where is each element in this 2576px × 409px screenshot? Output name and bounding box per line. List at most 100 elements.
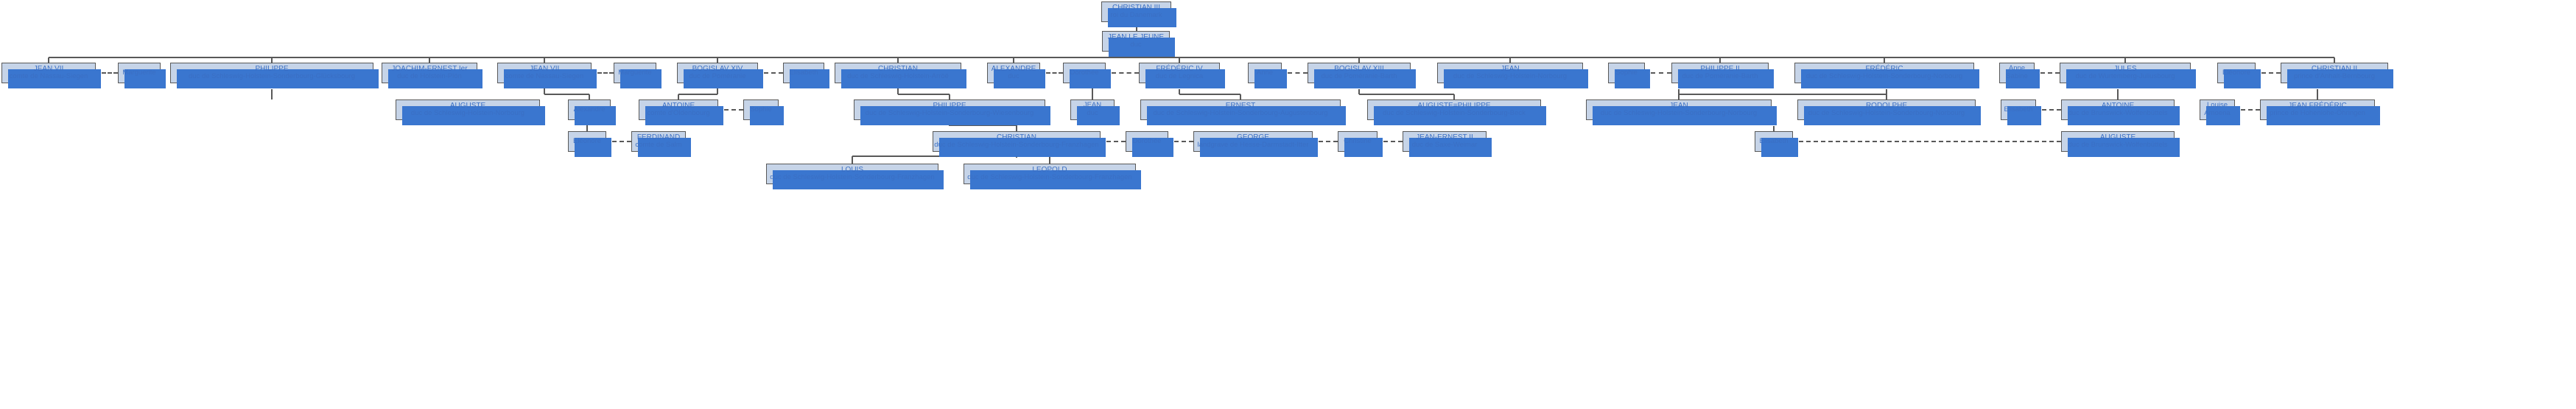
node-title: CHRISTIAN III — [1112, 4, 1160, 13]
node-title: JEAN VII — [33, 65, 64, 74]
tree-node[interactable]: Eléonore — [568, 131, 611, 157]
marriage-link — [1106, 141, 1126, 142]
node-title: Sophie — [1615, 68, 1638, 77]
node-title: JEAN LE JEUNE — [1107, 33, 1165, 42]
node-title: Elisabeth — [2004, 105, 2033, 113]
sibling-bus-gen3 — [49, 57, 2334, 58]
node-title: JULES — [2113, 65, 2137, 74]
node-subtitle: duc — [1008, 72, 1019, 81]
connector-down — [544, 83, 545, 94]
tree-node[interactable]: Marguerite — [614, 63, 661, 88]
node-subtitle: duc de Schleswig-Holstein-Arröë — [847, 72, 949, 81]
node-title: Eléonore — [2222, 68, 2251, 77]
node-title: JOACHIM-ERNEST Ier — [391, 65, 468, 74]
node-title: PHILIPPE II — [1700, 65, 1740, 74]
tree-node[interactable]: Dorothée — [1063, 63, 1111, 88]
node-subtitle: duc de Schleswig-Holstein-Norbourg — [410, 109, 525, 118]
node-subtitle: prince de Hohenlohe-Öhringen — [2270, 109, 2365, 118]
tree-node[interactable]: Elisabeth — [1755, 131, 1798, 157]
node-title: RODOLPHE — [1865, 102, 1908, 111]
node-title: LEOPOLD — [1032, 166, 1067, 175]
node-subtitle: duc de Poméranie-Barth — [1682, 72, 1758, 81]
node-subtitle: duc de Schleswig-Holstein-Sonderbourg-No… — [1600, 109, 1758, 118]
marriage-link — [1288, 72, 1308, 74]
node-title: Sophie — [750, 105, 772, 113]
node-subtitle: duc de Wurtemberg-Juliusbourg — [2075, 72, 2175, 81]
connector-down — [48, 57, 49, 63]
node-title: AUGUSTE — [2099, 133, 2136, 142]
tree-node[interactable]: Marguerite — [118, 63, 166, 88]
node-subtitle: duc de Schleswig-Holstein-Sonderbourg-Be… — [1383, 109, 1526, 118]
node-title: Louise — [2207, 101, 2228, 110]
node-title: Alexandre — [573, 105, 606, 113]
tree-node[interactable]: Elisabeth — [783, 63, 829, 88]
node-title: Elisabeth — [1759, 136, 1789, 145]
connector-down — [586, 120, 588, 131]
connector-down — [271, 57, 273, 63]
marriage-link — [1799, 141, 2061, 142]
marriage-link — [102, 72, 118, 74]
node-title: FRÉDÉRIC — [1865, 65, 1903, 74]
tree-node[interactable]: Elisabeth — [2001, 99, 2041, 125]
marriage-link — [2042, 109, 2061, 111]
tree-node[interactable]: Alexandre — [568, 99, 616, 125]
marriage-link — [612, 141, 631, 142]
connector-down — [2317, 89, 2318, 99]
connector-down — [1016, 156, 1017, 158]
tree-node[interactable]: Christine — [1338, 131, 1383, 157]
connector-horizontal — [1359, 94, 1454, 95]
node-title: Elisabeth — [789, 68, 818, 77]
connector-down — [1509, 57, 1511, 63]
node-title: Eléonore — [572, 136, 602, 145]
tree-node[interactable]: Eléonore — [2217, 63, 2261, 88]
marriage-link — [1112, 72, 1139, 74]
connector-down — [1092, 83, 1093, 99]
connector-down — [2124, 57, 2126, 63]
tree-node[interactable]: Sophie — [743, 99, 784, 125]
node-title: Dorothée — [1070, 68, 1099, 77]
node-subtitle: Sabine — [2006, 72, 2028, 80]
tree-node[interactable]: Anne — [1248, 63, 1287, 88]
tree-node[interactable]: Sophie — [1608, 63, 1650, 88]
tree-node[interactable]: Dorothée — [1126, 131, 1173, 157]
node-subtitle: duc de Legnica — [1155, 72, 1204, 81]
node-title: CHRISTIAN — [878, 65, 918, 74]
connector-down — [2117, 89, 2119, 99]
